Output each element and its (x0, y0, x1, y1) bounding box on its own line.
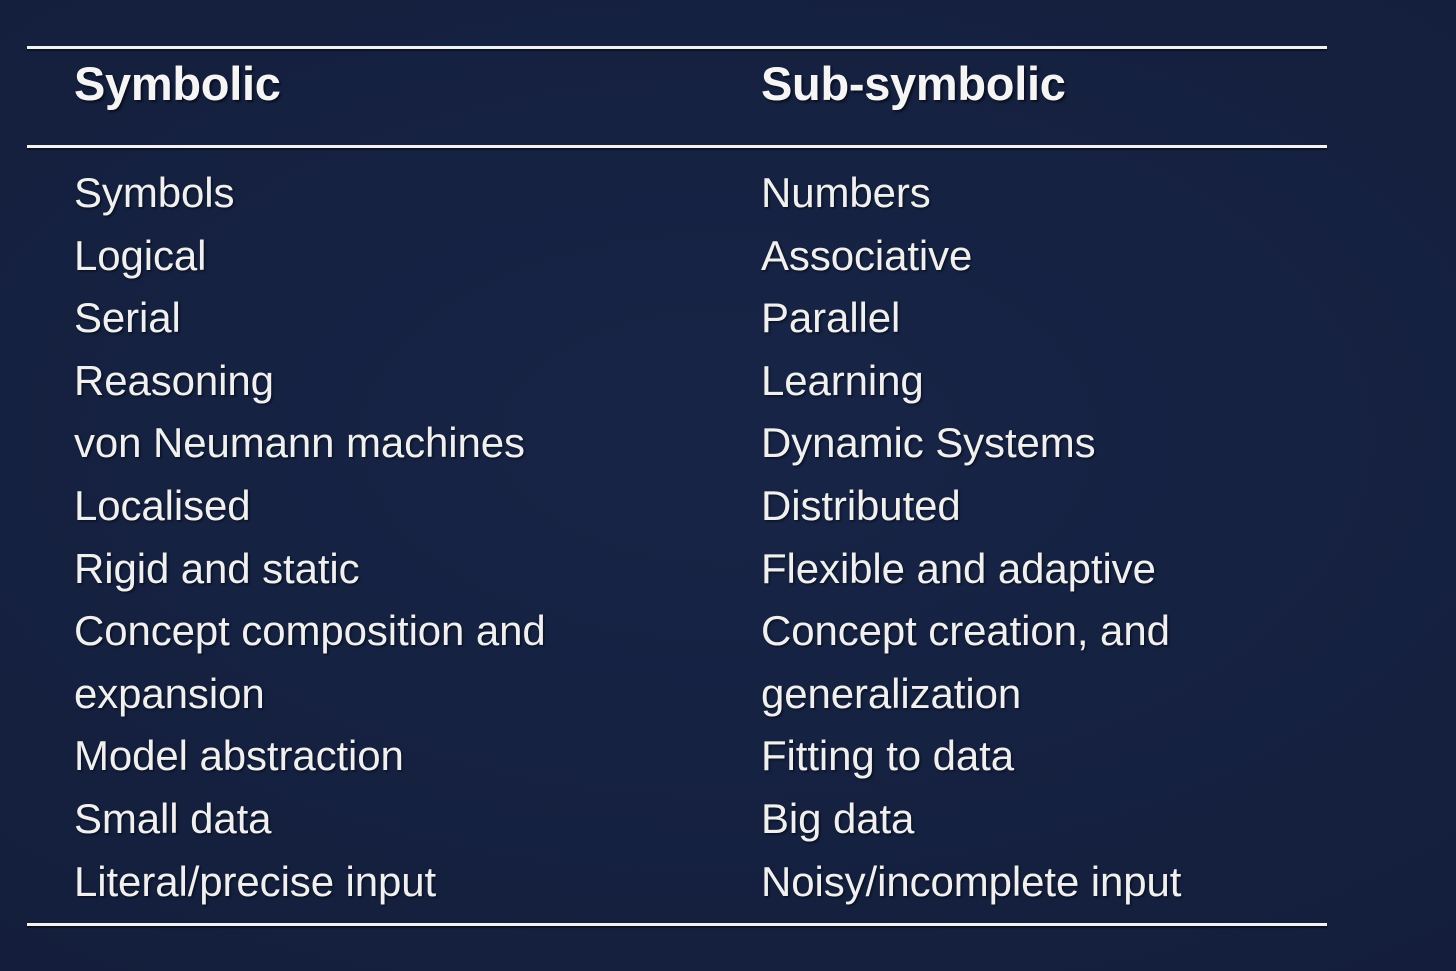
column-header-sub-symbolic: Sub-symbolic (761, 57, 1066, 110)
list-item: Reasoning (74, 356, 274, 404)
column-list-sub-symbolic: Numbers Associative Parallel Learning Dy… (761, 162, 1401, 913)
list-item: Small data (74, 794, 272, 842)
list-item: Concept composition and (74, 607, 546, 655)
table-bottom-rule (27, 923, 1327, 926)
list-item: Numbers (761, 169, 931, 216)
list-item: Serial (74, 294, 181, 342)
list-item: expansion (74, 669, 265, 717)
list-item: generalization (761, 669, 1022, 717)
list-item: Localised (74, 481, 251, 529)
column-list-symbolic: Symbols Logical Serial Reasoning von Neu… (74, 162, 714, 913)
list-item: Fitting to data (761, 732, 1014, 780)
list-item: Distributed (761, 481, 961, 529)
list-item: Model abstraction (74, 732, 404, 780)
list-item: Symbols (74, 169, 235, 216)
list-item: Learning (761, 356, 924, 404)
list-item: Flexible and adaptive (761, 544, 1156, 592)
list-item: Concept creation, and (761, 607, 1170, 655)
list-item: Associative (761, 231, 973, 279)
list-item: Rigid and static (74, 544, 360, 592)
list-item: Logical (74, 231, 207, 279)
table-top-rule (27, 46, 1327, 49)
comparison-table: Symbolic Symbols Logical Serial Reasonin… (27, 46, 1327, 927)
column-header-symbolic: Symbolic (74, 57, 281, 110)
table-columns: Symbolic Symbols Logical Serial Reasonin… (27, 46, 1327, 927)
table-header-rule (27, 145, 1327, 148)
list-item: Noisy/incomplete input (761, 857, 1182, 905)
list-item: Parallel (761, 294, 901, 342)
list-item: Literal/precise input (74, 857, 437, 905)
list-item: Big data (761, 794, 915, 842)
list-item: von Neumann machines (74, 419, 525, 467)
list-item: Dynamic Systems (761, 419, 1096, 467)
